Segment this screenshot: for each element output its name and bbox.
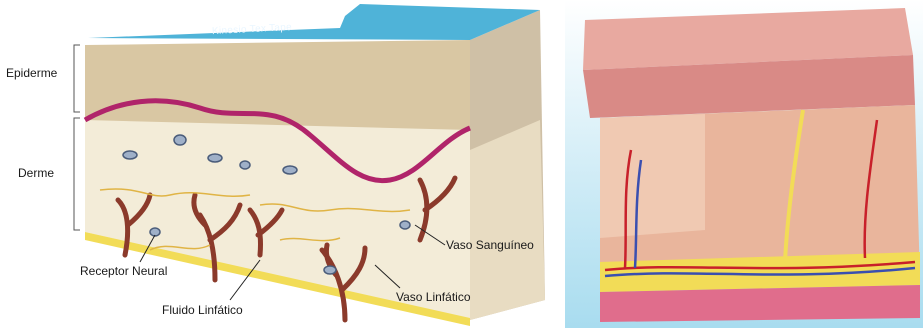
right-skin-illustration (565, 0, 923, 328)
kinesio-tape (88, 4, 540, 40)
skin-block-illustration (0, 0, 560, 328)
left-skin-diagram: Kinesio Tex Tape Epiderme Derme Vaso San… (0, 0, 560, 328)
callout-lymph-vessel: Vaso Linfático (396, 290, 471, 304)
block-side-dermis (470, 120, 545, 320)
layer-brackets (74, 45, 80, 230)
block-step (600, 114, 705, 238)
callout-lymph-fluid: Fluido Linfático (162, 303, 243, 317)
callout-blood-vessel: Vaso Sanguíneo (446, 238, 534, 252)
label-epidermis: Epiderme (6, 66, 57, 80)
label-dermis: Derme (18, 166, 54, 180)
callout-neural-receptor: Receptor Neural (80, 264, 167, 278)
skin-3d-illustration (565, 0, 923, 328)
